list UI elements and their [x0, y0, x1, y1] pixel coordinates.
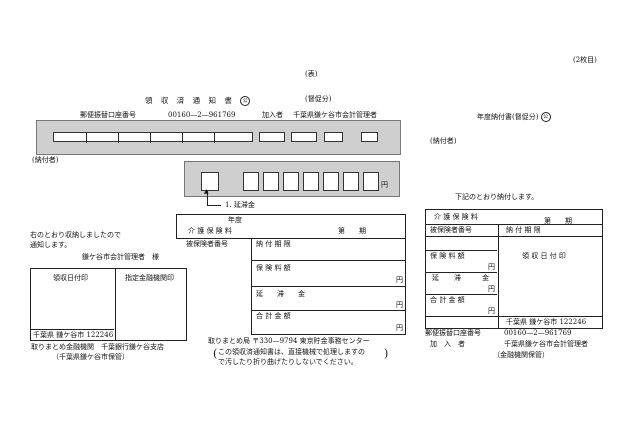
notice-line-1: この領収済通知書は、直接機械で処理しますの: [218, 348, 365, 356]
center-total: 合 計 金 額: [256, 312, 291, 320]
subscriber-label: 加入者: [262, 111, 283, 119]
center-late: 延 滞 金: [256, 290, 305, 298]
right-stamp: 領 収 日 付 印: [522, 252, 566, 260]
notice-type: (督促分): [305, 95, 332, 103]
right-insurance: 介 護 保 険 料: [434, 213, 478, 221]
left-stamp-box: 領収日付印 指定金融機関印 千葉県 鎌ケ谷市 122246: [30, 268, 187, 341]
yen-label: 円: [381, 181, 388, 189]
right-late-c: 金: [482, 274, 489, 282]
right-yen: 円: [488, 285, 495, 293]
payer-label-left: (納付者): [32, 156, 59, 164]
right-due: 納 付 期 限: [506, 226, 541, 234]
stamp-left-label: 領収日付印: [53, 274, 88, 282]
right-form: 介 護 保 険 料 第 期 被保険者番号 納 付 期 限 保 険 料 額 円 領…: [425, 209, 603, 329]
notice-title: 領 収 済 通 知 書 公: [145, 96, 251, 106]
right-subscriber-name: 千葉県鎌ケ谷市会計管理者: [504, 340, 588, 348]
center-yen: 円: [396, 324, 403, 332]
received-text-2: 通知します。: [30, 241, 72, 249]
ocr-digit-box: [263, 172, 279, 191]
right-account-number: 00160—2—961769: [504, 329, 572, 337]
custody-left: （千葉県鎌ケ谷市保管）: [52, 353, 129, 361]
city-code-left: 千葉県 鎌ケ谷市 122246: [33, 331, 114, 339]
center-year: 年度: [228, 216, 242, 224]
public-mark-icon: 公: [240, 96, 251, 106]
center-yen: 円: [396, 276, 403, 284]
addressee: 鎌ケ谷市会計管理者 様: [82, 253, 159, 261]
collection-office: 取りまとめ局 〒330—9794 東京貯金事務センター: [208, 337, 370, 345]
paren-left-icon: (: [213, 347, 218, 360]
payment-title: 年度納付書(督促分) 公: [477, 112, 551, 122]
center-insured-no: 被保険者番号: [186, 240, 228, 248]
right-custody: （金融機関保管）: [493, 351, 549, 359]
arrow-line: [207, 191, 208, 205]
ocr-field-d: [361, 132, 378, 142]
right-account-label: 郵便振替口座番号: [425, 329, 481, 337]
public-mark-icon: 公: [540, 112, 551, 122]
right-header: 下記のとおり納付します。: [455, 193, 539, 201]
center-due: 納 付 期 限: [256, 240, 291, 248]
right-subscriber-label: 加 入 者: [430, 340, 465, 348]
side-label: (表): [305, 70, 318, 78]
ocr-digit-box: [303, 172, 319, 191]
ocr-digit-box: [343, 172, 359, 191]
ocr-field-c: [324, 132, 343, 142]
ocr-digit-box: [283, 172, 299, 191]
right-insured-no: 被保険者番号: [430, 226, 472, 234]
right-late-a: 延: [432, 274, 439, 282]
right-city-code: 千葉県 鎌ケ谷市 122246: [506, 318, 587, 326]
center-insurance: 介 護 保 険 料: [188, 227, 232, 235]
payer-label-right: (納付者): [430, 137, 457, 145]
designated-bank-label: 指定金融機関印: [125, 274, 174, 282]
ocr-digit-box: [243, 172, 259, 191]
subscriber-name: 千葉県鎌ケ谷市会計管理者: [293, 111, 377, 119]
paren-right-icon: ): [384, 347, 389, 360]
right-premium: 保 険 料 額: [430, 252, 465, 260]
late-fee-note: 1. 延滞金: [225, 201, 255, 209]
right-total: 合 計 金 額: [430, 296, 465, 304]
center-form: 介 護 保 険 料 第 期 被保険者番号 納 付 期 限 保 険 料 額 円 延…: [176, 214, 406, 335]
ocr-digit-box: [363, 172, 379, 191]
received-text-1: 右のとおり収納しましたので: [30, 231, 121, 239]
page-count: (2枚目): [573, 56, 597, 64]
notice-line-2: で汚したり折り曲げたりしないでください。: [218, 358, 358, 366]
collecting-bank-left: 取りまとめ金融機関 千葉銀行鎌ケ谷支店: [31, 343, 164, 351]
right-period: 第 期: [544, 217, 572, 225]
center-yen: 円: [396, 301, 403, 309]
ocr-field-account: [53, 132, 253, 143]
ocr-field-b: [291, 132, 317, 142]
center-period: 第 期: [338, 227, 366, 235]
ocr-digit-box: [323, 172, 339, 191]
right-yen: 円: [488, 263, 495, 271]
account-number: 00160—2—961769: [168, 111, 236, 119]
ocr-digit-box: [201, 172, 219, 191]
ocr-field-a: [259, 132, 285, 142]
right-yen: 円: [488, 307, 495, 315]
right-late-b: 滞: [454, 274, 461, 282]
ocr-band-amount: 円: [184, 161, 400, 197]
center-premium: 保 険 料 額: [256, 264, 291, 272]
ocr-band-top: [36, 120, 401, 155]
arrow-up-icon: ▲: [204, 188, 209, 195]
account-label: 郵便振替口座番号: [80, 111, 136, 119]
